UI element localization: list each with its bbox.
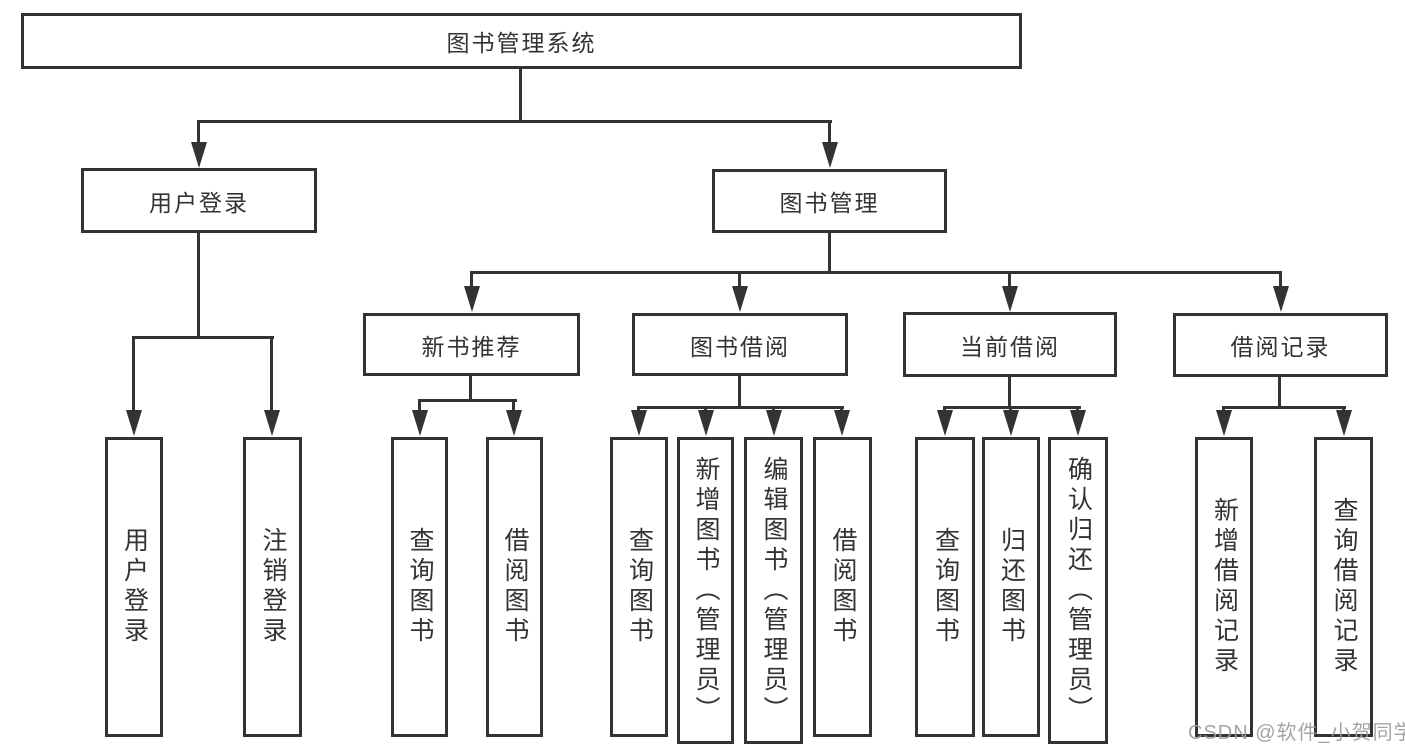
node-leaf-bb-edit-books: 编辑图书（管理员） [744, 437, 803, 744]
connector-stem-borrow-records [1279, 271, 1282, 289]
arrowhead-down-icon [126, 410, 142, 436]
node-leaf-nbr-borrow-books: 借阅图书 [486, 437, 543, 737]
arrowhead-down-icon [1070, 410, 1086, 436]
node-book-borrow-label: 图书借阅 [690, 333, 790, 360]
connector-br-horizontal [1222, 406, 1346, 409]
node-leaf-bb-query-books-label: 查询图书 [625, 527, 654, 647]
connector-stem-cb-query [943, 406, 946, 413]
connector-book-mgmt-vertical [828, 233, 831, 274]
connector-level2-horizontal [198, 120, 832, 123]
arrowhead-down-icon [822, 142, 838, 168]
node-leaf-nbr-borrow-books-label: 借阅图书 [501, 527, 529, 647]
connector-nbr-vertical [469, 376, 472, 402]
node-borrow-records-label: 借阅记录 [1230, 334, 1331, 360]
node-book-mgmt-label: 图书管理 [779, 190, 880, 216]
node-current-borrow-label: 当前借阅 [960, 333, 1060, 360]
node-leaf-nbr-query-books: 查询图书 [391, 437, 448, 737]
node-new-book-rec: 新书推荐 [363, 313, 580, 376]
connector-stem-bb-query [637, 406, 640, 413]
node-leaf-nbr-query-books-label: 查询图书 [406, 527, 434, 647]
connector-bb-horizontal [637, 406, 844, 409]
node-leaf-bb-borrow-books: 借阅图书 [813, 437, 872, 737]
connector-user-login-vertical [197, 233, 200, 339]
connector-stem-nbr-query [418, 399, 421, 412]
node-leaf-cb-query-books-label: 查询图书 [931, 527, 960, 647]
arrowhead-down-icon [464, 286, 480, 312]
arrowhead-down-icon [412, 410, 428, 436]
node-leaf-bb-add-books-label: 新增图书（管理员） [692, 455, 720, 726]
connector-root-vertical [519, 69, 522, 123]
arrowhead-down-icon [191, 142, 207, 168]
node-leaf-cb-query-books: 查询图书 [915, 437, 975, 737]
connector-stem-current-borrow [1008, 271, 1011, 289]
arrowhead-down-icon [264, 410, 280, 436]
node-leaf-bb-add-books: 新增图书（管理员） [677, 437, 734, 744]
node-current-borrow: 当前借阅 [903, 312, 1117, 377]
connector-stem-bb-add [704, 406, 707, 413]
connector-level3-horizontal [470, 271, 1282, 274]
node-user-login: 用户登录 [81, 168, 317, 233]
connector-stem-new-book-rec [470, 271, 473, 289]
connector-stem-bb-borrow [840, 406, 843, 413]
node-borrow-records: 借阅记录 [1173, 313, 1388, 377]
node-leaf-bb-query-books: 查询图书 [610, 437, 668, 737]
arrowhead-down-icon [631, 410, 647, 436]
node-new-book-rec-label: 新书推荐 [421, 333, 522, 360]
connector-stem-ul-login [132, 336, 135, 413]
arrowhead-down-icon [834, 410, 850, 436]
arrowhead-down-icon [1002, 286, 1018, 312]
connector-stem-user-login [197, 120, 200, 146]
connector-stem-cb-confirm [1076, 406, 1079, 413]
node-leaf-logout: 注销登录 [243, 437, 302, 737]
node-user-login-label: 用户登录 [149, 189, 249, 216]
connector-stem-book-borrow [738, 271, 741, 289]
arrowhead-down-icon [937, 410, 953, 436]
connector-stem-cb-return [1009, 406, 1012, 413]
node-leaf-cb-return-books: 归还图书 [982, 437, 1040, 737]
node-leaf-bb-edit-books-label: 编辑图书（管理员） [760, 455, 788, 726]
node-leaf-bb-borrow-books-label: 借阅图书 [829, 527, 857, 647]
connector-bb-vertical [738, 376, 741, 409]
watermark-text: CSDN @软件_小贺同学 [1188, 722, 1405, 744]
node-leaf-cb-confirm-return: 确认归还（管理员） [1048, 437, 1108, 744]
connector-br-vertical [1278, 377, 1281, 409]
connector-cb-vertical [1008, 377, 1011, 409]
node-leaf-cb-return-books-label: 归还图书 [997, 527, 1026, 647]
node-root-label: 图书管理系统 [446, 30, 597, 56]
node-leaf-cb-confirm-return-label: 确认归还（管理员） [1064, 455, 1093, 726]
node-book-mgmt: 图书管理 [712, 169, 947, 233]
node-leaf-user-login-label: 用户登录 [120, 527, 149, 647]
node-leaf-logout-label: 注销登录 [259, 527, 287, 647]
connector-nbr-horizontal [418, 399, 517, 402]
node-leaf-br-query-record: 查询借阅记录 [1314, 437, 1373, 737]
arrowhead-down-icon [766, 410, 782, 436]
arrowhead-down-icon [506, 410, 522, 436]
connector-stem-br-add [1222, 406, 1225, 413]
connector-user-login-horizontal [132, 336, 274, 339]
arrowhead-down-icon [1336, 410, 1352, 436]
arrowhead-down-icon [1003, 410, 1019, 436]
node-book-borrow: 图书借阅 [632, 313, 848, 376]
arrowhead-down-icon [732, 286, 748, 312]
connector-stem-book-mgmt [828, 120, 831, 146]
node-leaf-br-add-record: 新增借阅记录 [1195, 437, 1253, 737]
arrowhead-down-icon [1273, 286, 1289, 312]
connector-stem-bb-edit [772, 406, 775, 413]
node-leaf-br-query-record-label: 查询借阅记录 [1330, 497, 1358, 677]
arrowhead-down-icon [698, 410, 714, 436]
connector-stem-ul-logout [270, 336, 273, 413]
connector-cb-horizontal [943, 406, 1081, 409]
node-root: 图书管理系统 [21, 13, 1022, 69]
connector-stem-nbr-borrow [512, 399, 515, 412]
arrowhead-down-icon [1216, 410, 1232, 436]
connector-stem-br-query [1342, 406, 1345, 413]
node-leaf-user-login: 用户登录 [105, 437, 163, 737]
node-leaf-br-add-record-label: 新增借阅记录 [1210, 497, 1239, 677]
